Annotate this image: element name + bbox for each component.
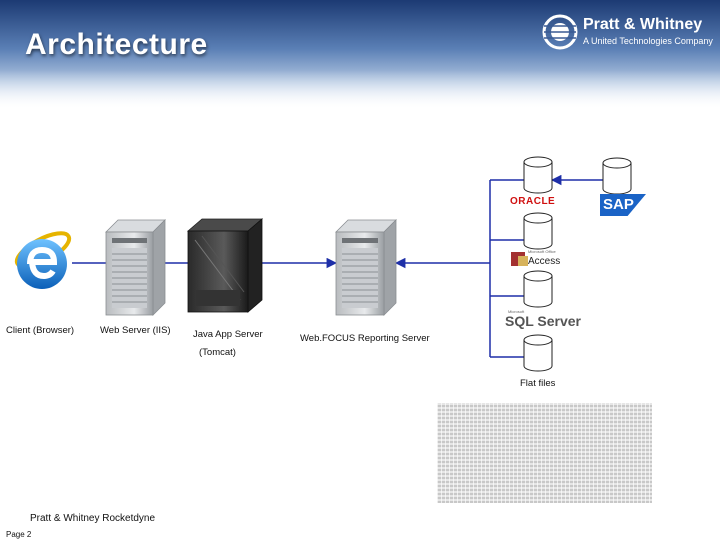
web-server-icon [105, 219, 166, 316]
access-database-icon [523, 212, 553, 250]
browser-icon [14, 231, 72, 289]
sql-server-database-icon [523, 270, 553, 308]
flat-files-database-icon [523, 334, 553, 372]
flat-file-sample-image [437, 403, 652, 503]
oracle-logo: ORACLE [510, 196, 556, 207]
java-app-server-label: Java App Server [193, 329, 263, 340]
client-label: Client (Browser) [6, 325, 75, 336]
sql-server-logo: SQL Server [505, 313, 582, 329]
slide-title: Architecture [25, 28, 208, 61]
eagle-logo-icon [542, 14, 578, 50]
company-logo: Pratt & Whitney A United Technologies Co… [540, 12, 713, 52]
sap-database-icon [602, 157, 632, 195]
footer-organization: Pratt & Whitney Rocketdyne [30, 513, 156, 524]
access-logo: Access [528, 256, 561, 267]
footer-page-number: Page 2 [6, 530, 32, 539]
slide-header: Architecture Pratt & Whitney A United Te… [0, 0, 720, 108]
flat-files-label: Flat files [520, 378, 556, 389]
logo-subtitle: A United Technologies Company [583, 36, 713, 46]
access-logo-key-icon [518, 256, 528, 266]
sql-server-logo-small-text: Microsoft [508, 309, 525, 314]
header-highlight [0, 70, 720, 108]
logo-name: Pratt & Whitney [583, 16, 703, 33]
oracle-database-icon [523, 156, 553, 194]
web-server-label: Web Server (IIS) [100, 325, 171, 336]
webfocus-label: Web.FOCUS Reporting Server [300, 333, 430, 344]
webfocus-server-icon [335, 219, 397, 316]
tomcat-label: (Tomcat) [199, 347, 236, 358]
access-logo-small-text: Microsoft Office [528, 249, 556, 254]
java-app-server-icon [186, 218, 264, 313]
